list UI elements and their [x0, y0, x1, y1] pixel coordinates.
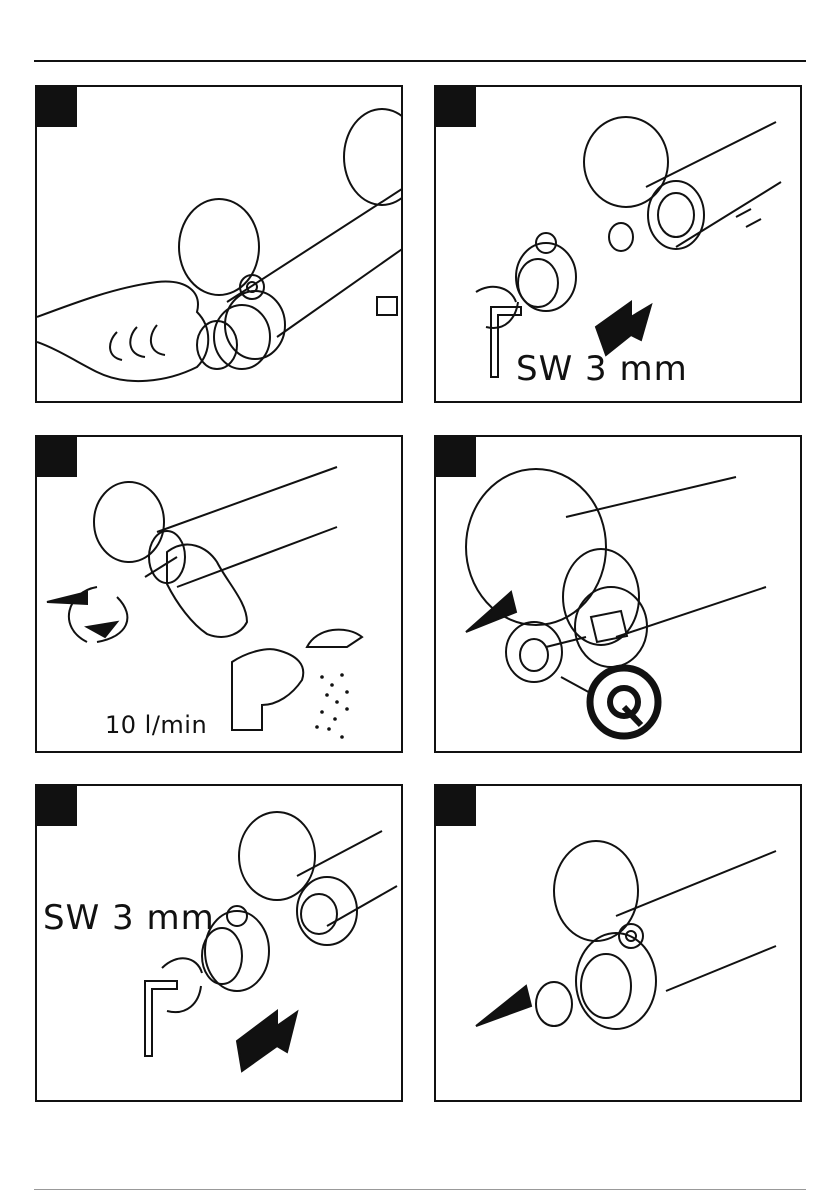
step-panel-1 — [35, 85, 403, 403]
wrench-size-label: SW 3 mm — [516, 349, 688, 389]
step-panel-4 — [434, 435, 802, 753]
step-number-tab — [436, 786, 476, 826]
step-number-tab — [37, 87, 77, 127]
flow-rate-label: 10 l/min — [105, 711, 207, 739]
illustration-remove-cap — [37, 87, 403, 403]
header-rule — [34, 60, 806, 62]
step-number-tab — [37, 437, 77, 477]
step-number-tab — [436, 87, 476, 127]
step-panel-2: SW 3 mm — [434, 85, 802, 403]
footer-rule — [34, 1189, 806, 1190]
illustration-refit-handle — [37, 786, 403, 1102]
step-panel-6 — [434, 784, 802, 1102]
step-panel-5: SW 3 mm — [35, 784, 403, 1102]
step-panel-3: 10 l/min — [35, 435, 403, 753]
step-number-tab — [37, 786, 77, 826]
step-number-tab — [436, 437, 476, 477]
illustration-refit-cap — [436, 786, 802, 1102]
illustration-align-stop-ring — [436, 437, 802, 753]
wrench-size-label: SW 3 mm — [43, 898, 215, 938]
illustration-adjust-flow — [37, 437, 403, 753]
